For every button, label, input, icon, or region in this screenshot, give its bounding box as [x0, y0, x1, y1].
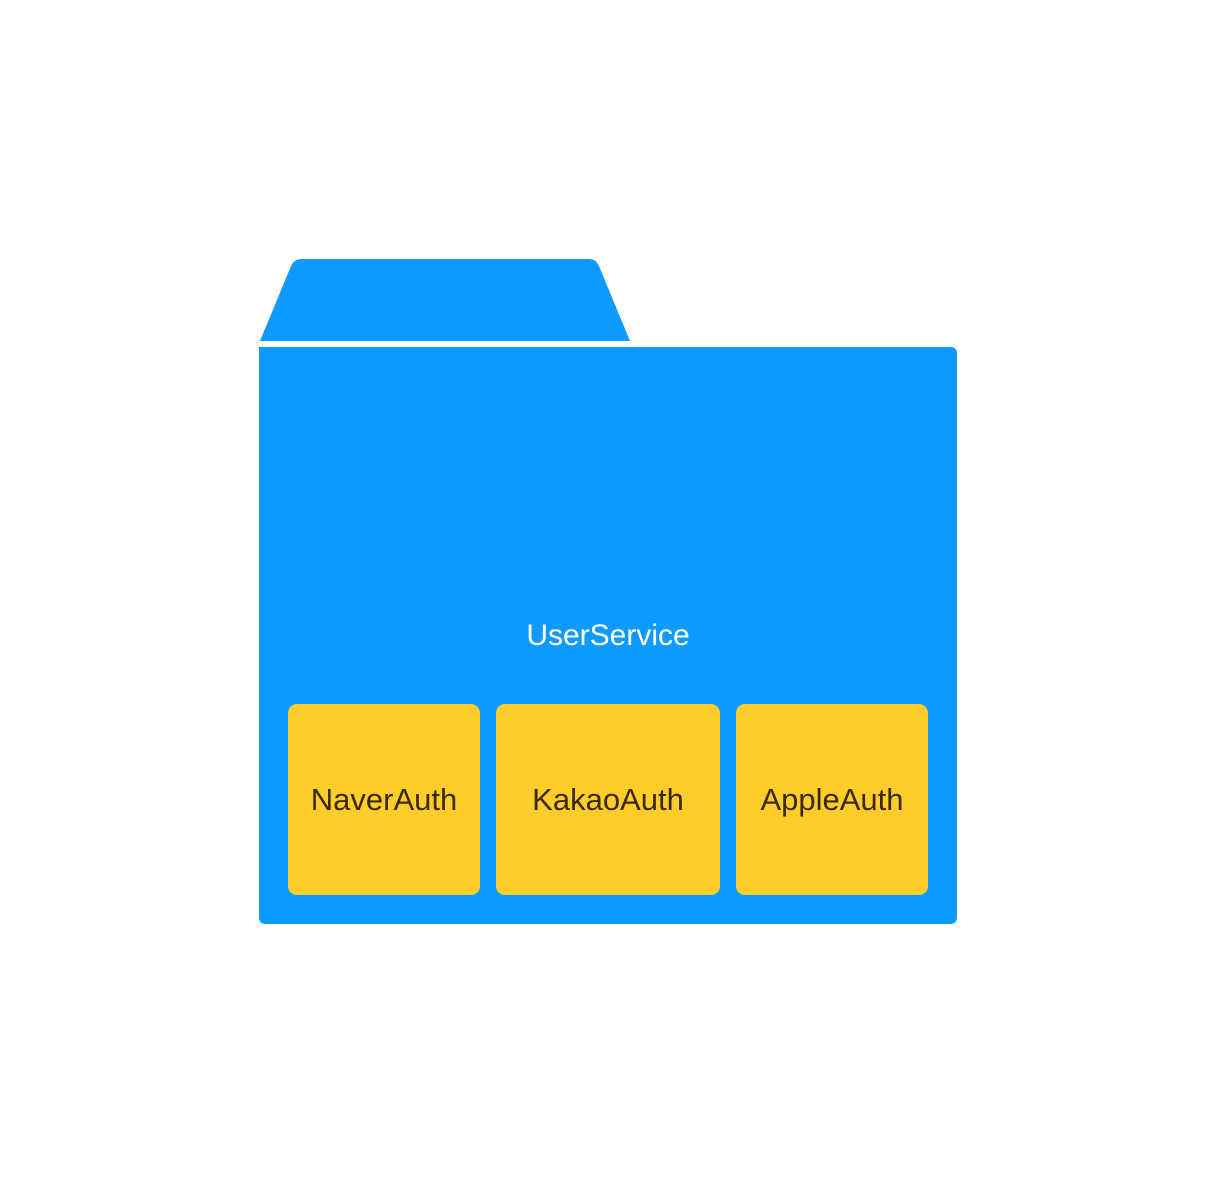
folder-title: UserService	[526, 619, 690, 652]
module-naverauth: NaverAuth	[288, 704, 480, 895]
folder-userservice: UserService NaverAuth KakaoAuth AppleAut…	[259, 347, 957, 924]
module-kakaoauth: KakaoAuth	[496, 704, 720, 895]
module-appleauth: AppleAuth	[736, 704, 928, 895]
module-label: NaverAuth	[310, 781, 458, 817]
module-label: AppleAuth	[760, 781, 904, 817]
folder-tab	[260, 259, 630, 341]
module-label: KakaoAuth	[532, 781, 684, 817]
